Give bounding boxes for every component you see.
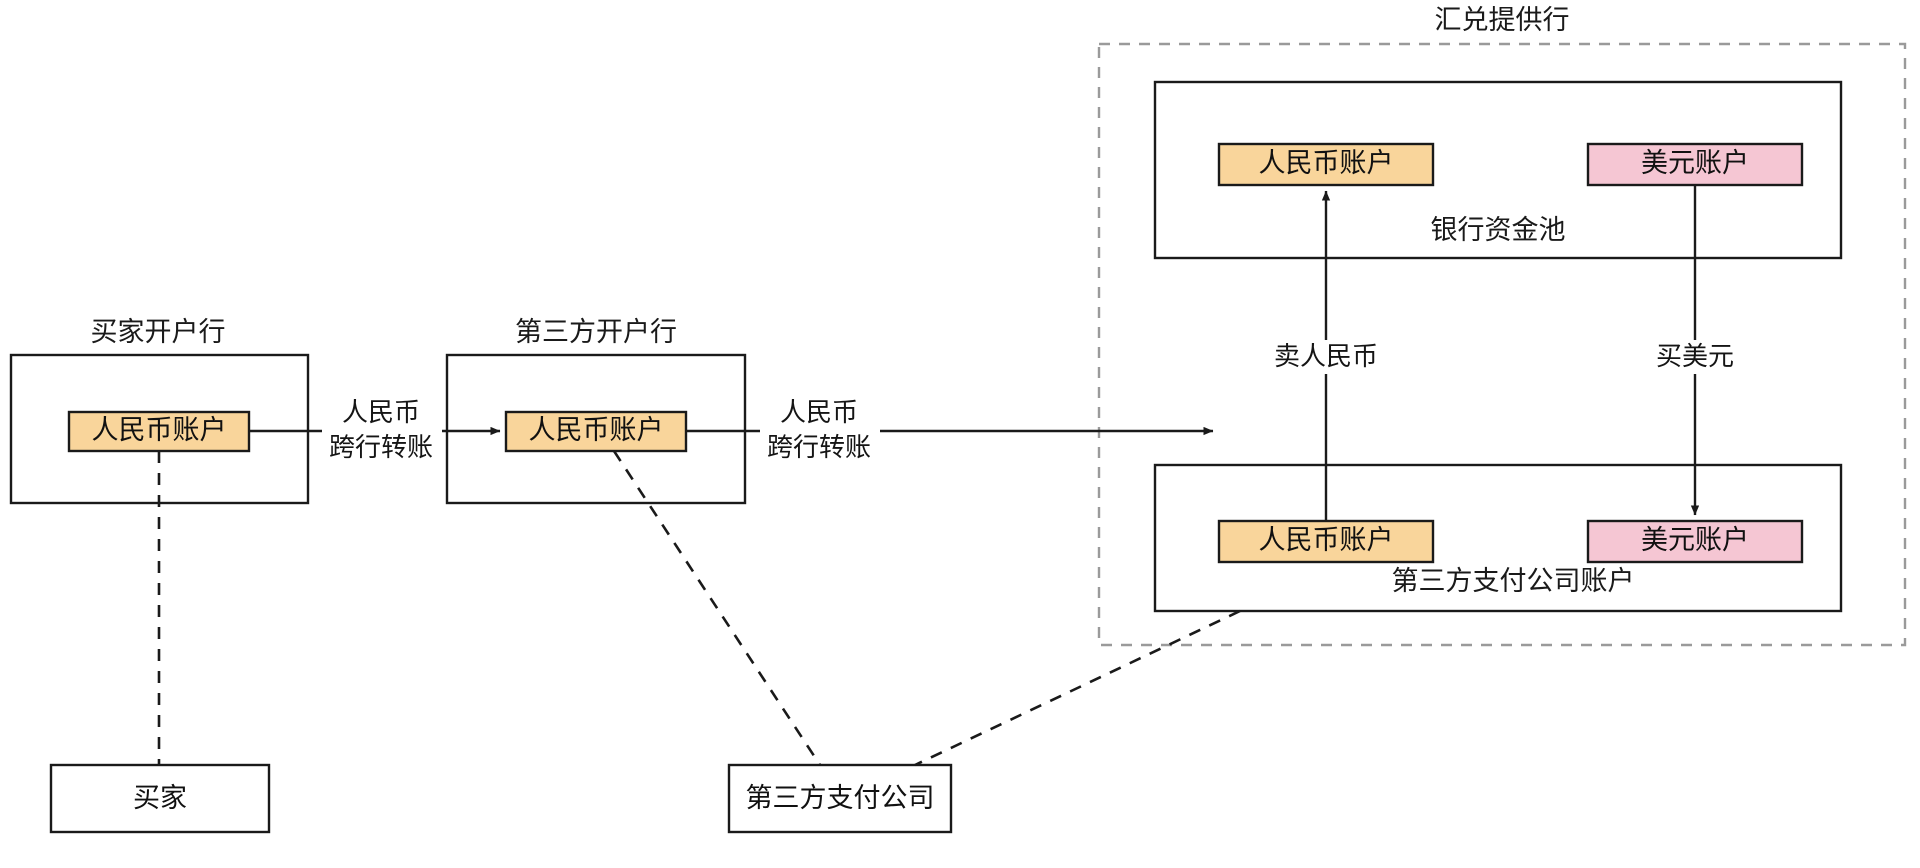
- buy-usd-label-bg: [1633, 340, 1757, 374]
- payment-company-link-third-party-bank: [612, 450, 822, 766]
- tpp-usd-account-label: 美元账户: [1641, 525, 1749, 555]
- buy-usd-label: 买美元: [1656, 341, 1734, 371]
- third-party-rmb-account-box[interactable]: [504, 410, 688, 453]
- third-party-bank-label: 第三方开户行: [515, 317, 677, 347]
- exchange-provider-zone: [1097, 42, 1907, 647]
- transfer-label-1-line1: 人民币: [342, 397, 420, 427]
- payment-company-box[interactable]: [727, 763, 953, 834]
- bank-pool-rmb-account-label: 人民币账户: [1259, 148, 1394, 178]
- buyer-entity-label: 买家: [133, 783, 187, 813]
- tpp-account-label: 第三方支付公司账户: [1392, 566, 1635, 596]
- buyer-rmb-account-label: 人民币账户: [92, 415, 227, 445]
- transfer-label-1-bg: [322, 392, 442, 466]
- sell-rmb-label-bg: [1245, 340, 1407, 374]
- transfer-label-2-bg: [760, 392, 880, 466]
- bank-pool-usd-account-label: 美元账户: [1641, 148, 1749, 178]
- tpp-usd-account-box[interactable]: [1586, 519, 1804, 564]
- payment-company-link-tpp-account: [914, 609, 1241, 767]
- bank-pool-rmb-account-box[interactable]: [1217, 142, 1435, 187]
- zone-title-exchange-provider: 汇兑提供行: [1435, 5, 1570, 35]
- bank-pool-label: 银行资金池: [1431, 215, 1566, 245]
- third-party-rmb-account-label: 人民币账户: [529, 415, 664, 445]
- tpp-rmb-account-box[interactable]: [1217, 519, 1435, 564]
- sell-rmb-label: 卖人民币: [1274, 341, 1378, 371]
- transfer-label-2-line2: 跨行转账: [767, 432, 871, 462]
- payment-company-label: 第三方支付公司: [746, 783, 935, 813]
- buyer-bank-label: 买家开户行: [91, 317, 226, 347]
- transfer-label-2-line1: 人民币: [780, 397, 858, 427]
- transfer-label-1-line2: 跨行转账: [329, 432, 433, 462]
- tpp-rmb-account-label: 人民币账户: [1259, 525, 1394, 555]
